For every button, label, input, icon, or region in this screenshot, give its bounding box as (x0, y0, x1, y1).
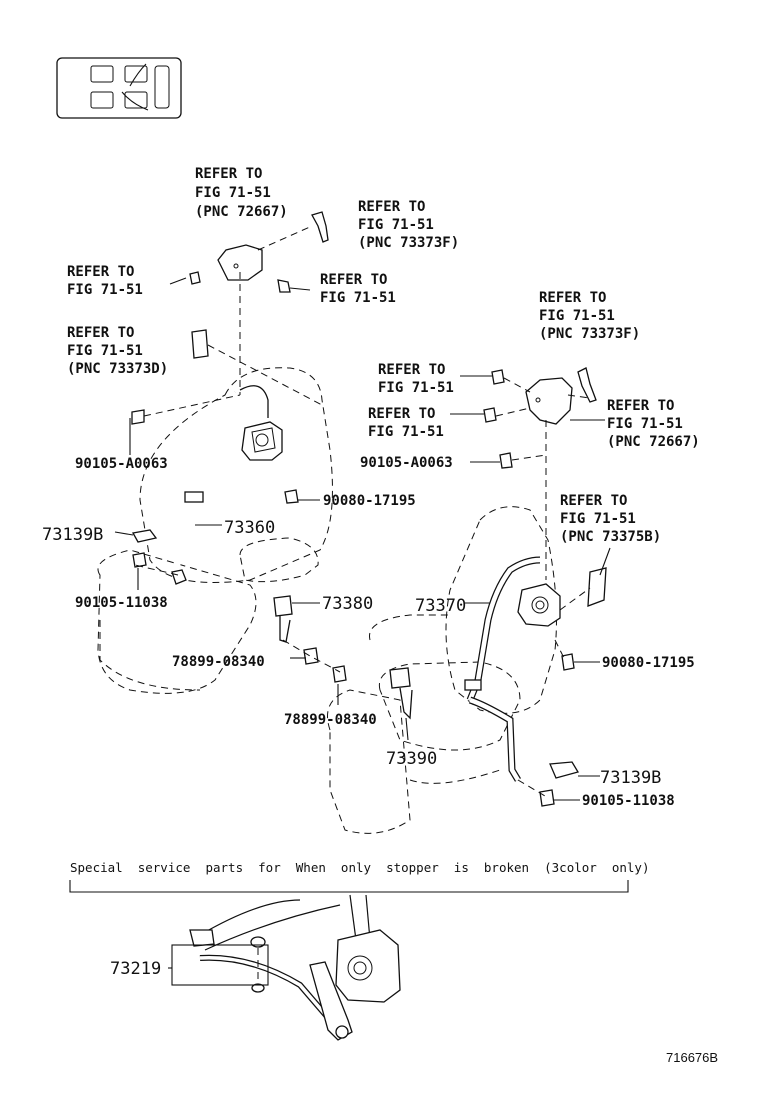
part-number-90105-a0063-right[interactable]: 90105-A0063 (360, 455, 453, 471)
ref-label-7-line1: REFER TO (378, 362, 445, 378)
ref-label-3-line2: FIG 71-51 (67, 282, 143, 298)
ref-label-2-line1: REFER TO (358, 199, 425, 215)
ref-label-9-line3: (PNC 72667) (607, 434, 700, 450)
ref-label-6-line3: (PNC 73373F) (539, 326, 640, 342)
ref-label-8-line2: FIG 71-51 (368, 424, 444, 440)
right-connectors (495, 377, 591, 797)
ref-label-4-line2: FIG 71-51 (320, 290, 396, 306)
special-service-note: Special service parts for When only stop… (70, 860, 649, 875)
ref-label-6-line1: REFER TO (539, 290, 606, 306)
part-number-73139b-left[interactable]: 73139B (42, 525, 103, 545)
left-connectors (134, 225, 341, 673)
ref-label-2-line2: FIG 71-51 (358, 217, 434, 233)
right-leader-lines (405, 375, 611, 801)
ref-label-4-line1: REFER TO (320, 272, 387, 288)
part-number-90105-a0063-left[interactable]: 90105-A0063 (75, 456, 168, 472)
part-number-90105-11038-right[interactable]: 90105-11038 (582, 793, 675, 809)
ref-label-9-line2: FIG 71-51 (607, 416, 683, 432)
ref-label-10-line2: FIG 71-51 (560, 511, 636, 527)
ref-label-2-line3: (PNC 73373F) (358, 235, 459, 251)
part-number-73390[interactable]: 73390 (386, 749, 437, 769)
part-number-73360[interactable]: 73360 (224, 518, 275, 538)
ref-label-1-line2: FIG 71-51 (195, 185, 271, 201)
ref-label-7-line2: FIG 71-51 (378, 380, 454, 396)
vehicle-location-icon (56, 57, 182, 119)
ref-label-8-line1: REFER TO (368, 406, 435, 422)
ref-label-5-line1: REFER TO (67, 325, 134, 341)
ref-label-1-line1: REFER TO (195, 166, 262, 182)
right-retractor (517, 583, 561, 627)
part-number-73139b-right[interactable]: 73139B (600, 768, 661, 788)
left-upper-anchor (131, 211, 347, 683)
ref-label-10-line3: (PNC 73375B) (560, 529, 661, 545)
stopper-detail (168, 894, 401, 1041)
left-retractor (241, 421, 283, 461)
ref-label-5-line3: (PNC 73373D) (67, 361, 168, 377)
ref-label-3-line1: REFER TO (67, 264, 134, 280)
ref-label-5-line2: FIG 71-51 (67, 343, 143, 359)
ref-label-6-line2: FIG 71-51 (539, 308, 615, 324)
left-seat-outline (97, 367, 333, 694)
right-upper-anchor (483, 367, 607, 807)
figure-id: 716676B (666, 1050, 718, 1065)
part-number-73380[interactable]: 73380 (322, 594, 373, 614)
part-number-90105-11038-left[interactable]: 90105-11038 (75, 595, 168, 611)
part-number-73219[interactable]: 73219 (110, 959, 161, 979)
left-leader-lines (114, 277, 339, 705)
ref-label-10-line1: REFER TO (560, 493, 627, 509)
right-belt-73370 (464, 556, 541, 782)
left-belt-73360 (171, 385, 269, 585)
part-number-78899-08340-a[interactable]: 78899-08340 (172, 654, 265, 670)
part-number-78899-08340-b[interactable]: 78899-08340 (284, 712, 377, 728)
part-number-73370[interactable]: 73370 (415, 596, 466, 616)
ref-label-9-line1: REFER TO (607, 398, 674, 414)
part-number-90080-17195-left[interactable]: 90080-17195 (323, 493, 416, 509)
right-seat-outline (327, 506, 557, 834)
part-number-90080-17195-right[interactable]: 90080-17195 (602, 655, 695, 671)
ref-label-1-line3: (PNC 72667) (195, 204, 288, 220)
left-buckle-73380 (273, 595, 293, 643)
right-buckle-73390 (389, 667, 413, 720)
special-service-bracket (69, 880, 629, 893)
